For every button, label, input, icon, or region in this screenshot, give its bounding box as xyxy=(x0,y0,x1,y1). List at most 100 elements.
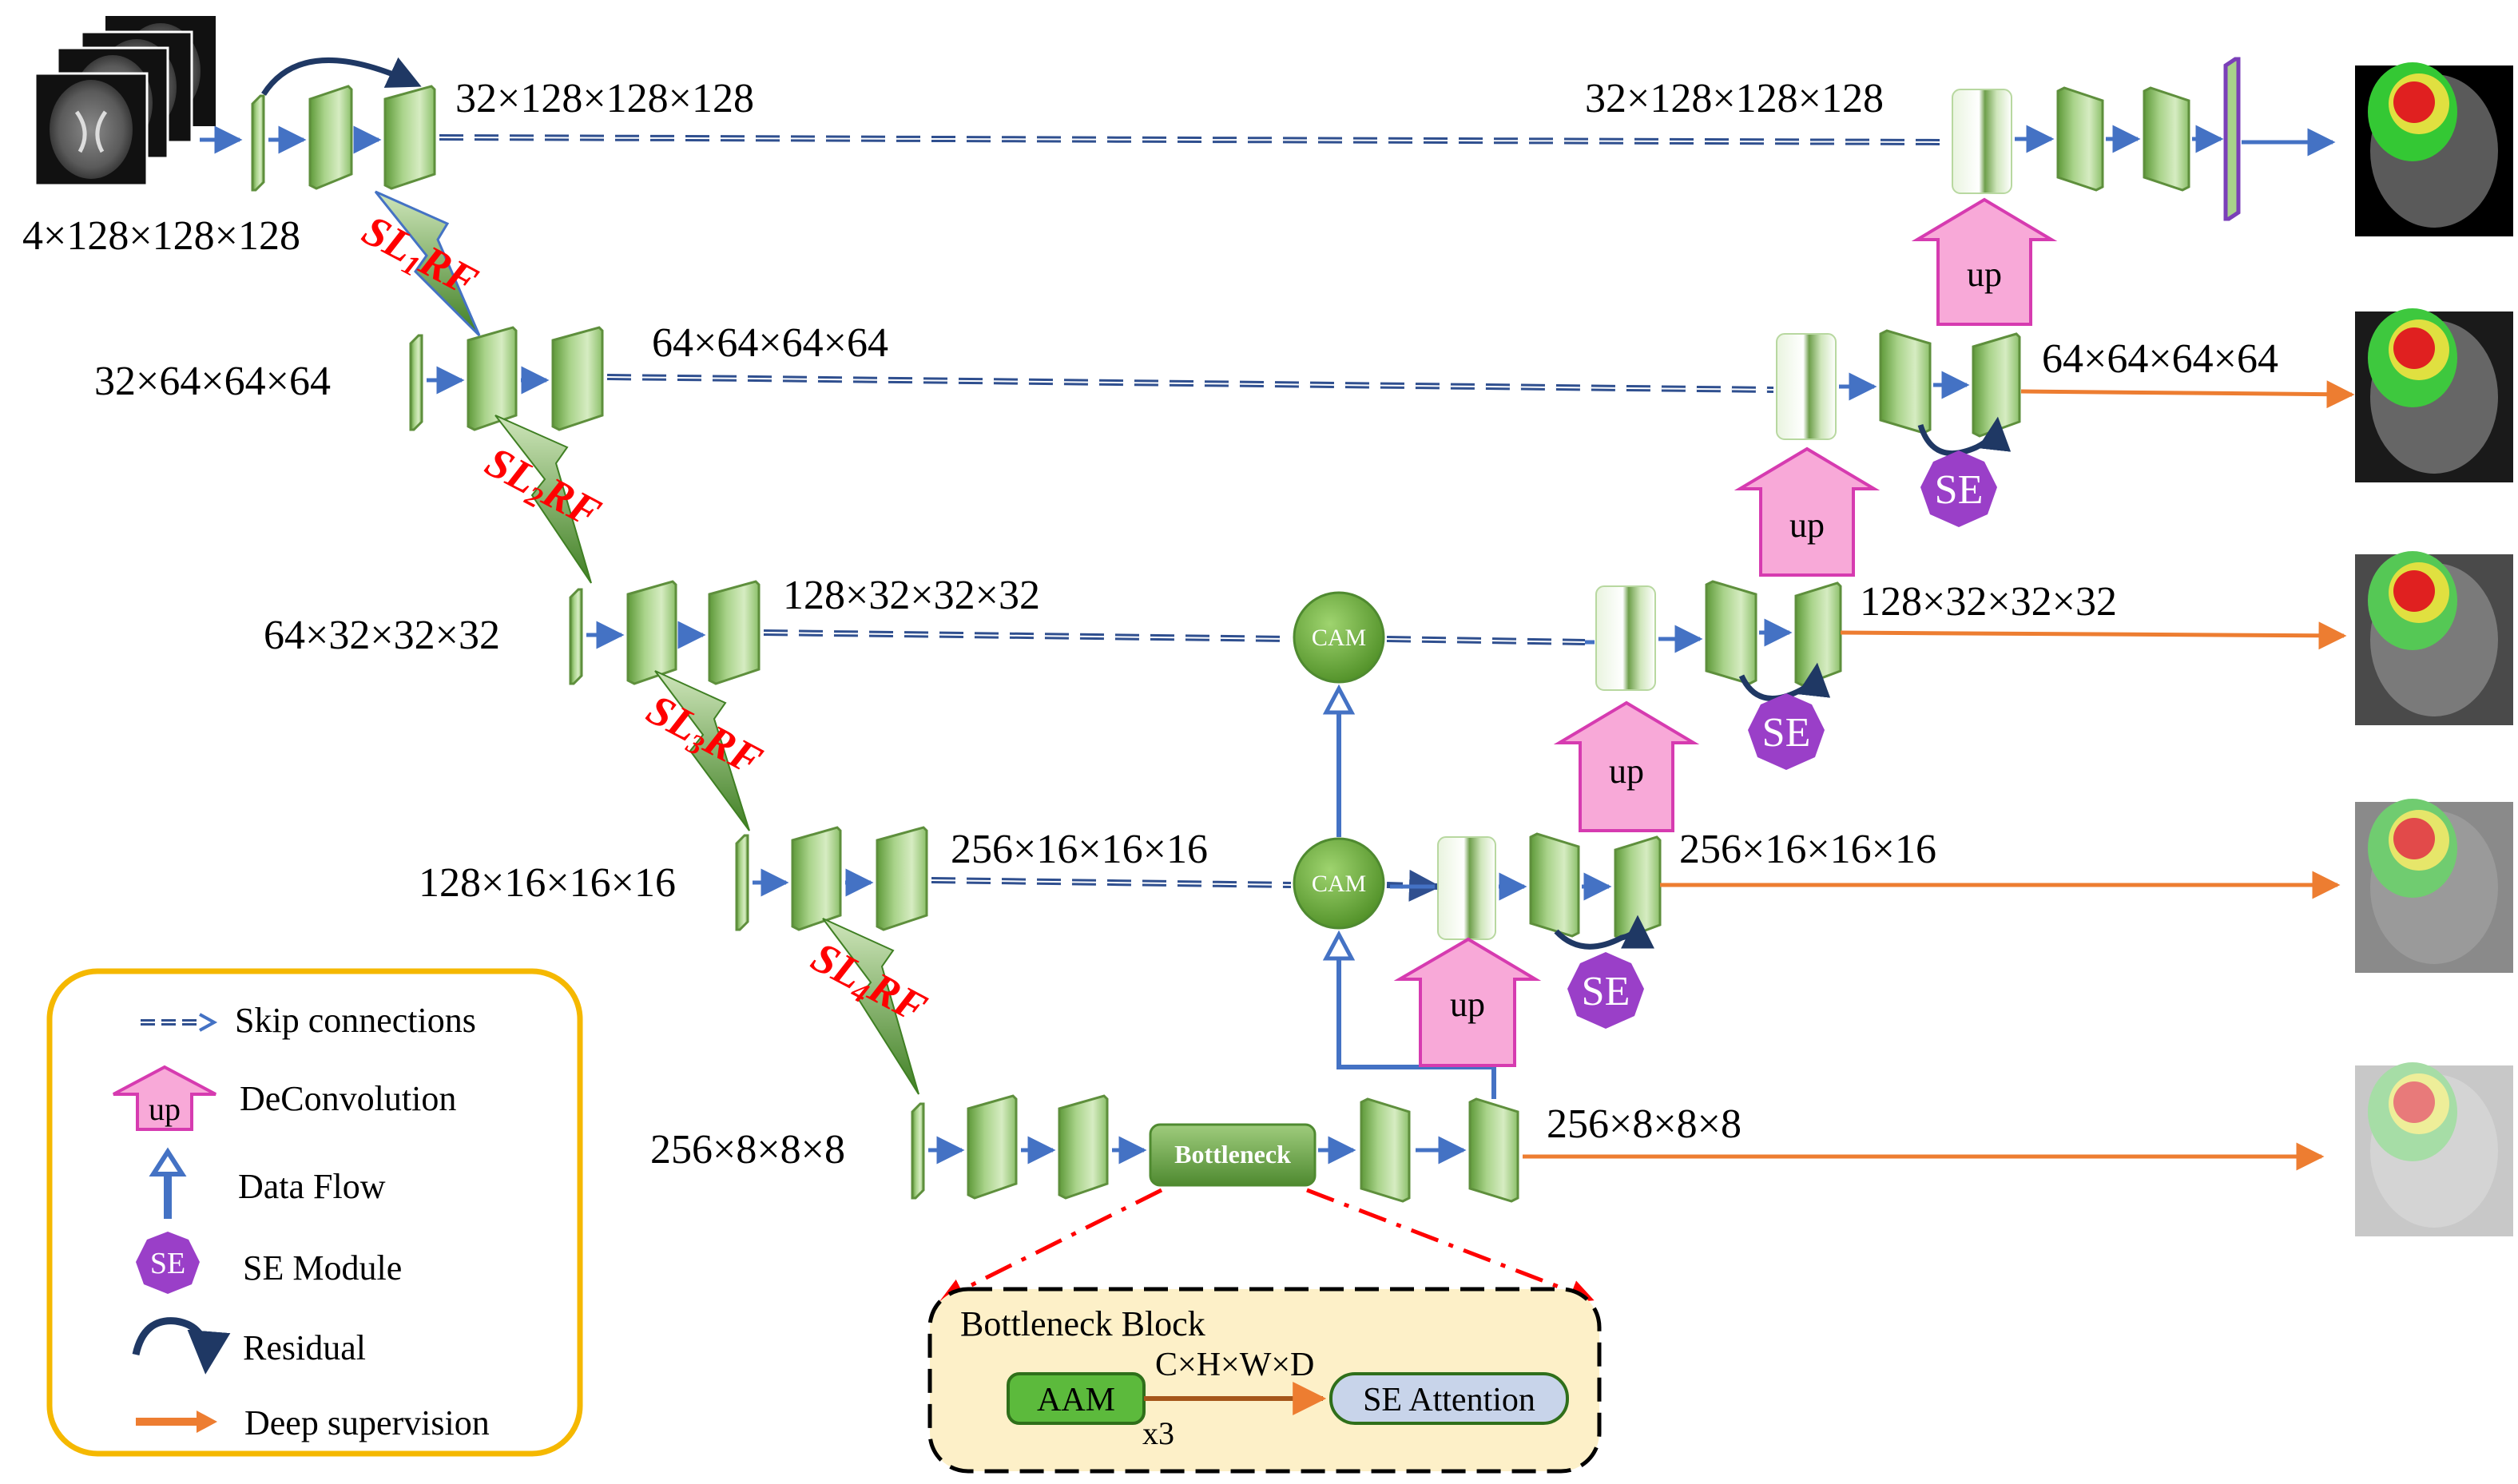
conv-block xyxy=(569,588,583,685)
residual-arrow xyxy=(1554,915,1654,950)
encoder-dim-label-2: 64×32×32×32 xyxy=(264,613,500,658)
se-label: SE xyxy=(1935,467,1984,513)
segmentation-output-2 xyxy=(2355,551,2513,725)
repeat-label: x3 xyxy=(1142,1415,1174,1451)
up-label: up xyxy=(1609,752,1644,791)
concat-block xyxy=(1776,333,1837,440)
upconv-arrow: up xyxy=(1911,197,2058,326)
bottleneck-block: Bottleneck xyxy=(1149,1123,1317,1187)
conv-block xyxy=(551,326,604,431)
conv-block xyxy=(467,326,518,431)
legend-label-se: SE Module xyxy=(243,1248,402,1288)
upconv-arrow: up xyxy=(1393,937,1542,1067)
skip-connection-icon xyxy=(141,1013,218,1032)
svg-text:up: up xyxy=(149,1091,181,1127)
up-label: up xyxy=(1789,506,1825,545)
se-attention-block xyxy=(1329,1372,1569,1425)
se-module-icon: SE xyxy=(136,1232,200,1294)
bottleneck-expand-right xyxy=(1306,1188,1595,1303)
residual-arrow xyxy=(1917,416,2012,456)
skip-connection-1 xyxy=(606,374,1774,393)
conv-block xyxy=(1058,1094,1109,1200)
conv-block xyxy=(1705,580,1757,685)
conv-block xyxy=(308,85,353,190)
se-attention-label: SE Attention xyxy=(1363,1382,1535,1419)
concat-block xyxy=(1595,585,1656,691)
se-module: SE xyxy=(1920,450,1997,527)
input-dim-label: 4×128×128×128 xyxy=(22,213,300,259)
bottleneck-detail-box: Bottleneck Block C×H×W×D AAM x3 SE Atten… xyxy=(927,1287,1602,1474)
conv-block xyxy=(383,85,436,190)
conv-block xyxy=(626,580,677,685)
segmentation-output-4 xyxy=(2355,1062,2513,1236)
conv-block xyxy=(911,1102,925,1200)
aam-label: AAM xyxy=(1037,1382,1115,1419)
conv-block xyxy=(2143,86,2190,192)
legend-label-residual: Residual xyxy=(243,1328,366,1367)
concat-block xyxy=(1952,89,2012,194)
up-label: up xyxy=(1450,985,1485,1024)
encoder-dim-label-4: 256×8×8×8 xyxy=(650,1127,845,1173)
skip-dim-label-0: 32×128×128×128 xyxy=(455,76,754,121)
concat-block xyxy=(1437,836,1496,940)
decoder-dim-label-3: 256×16×16×16 xyxy=(1679,827,1936,872)
cam-label: CAM xyxy=(1312,871,1366,897)
se-label: SE xyxy=(1582,969,1630,1014)
conv-block xyxy=(1529,832,1580,938)
skip-connection-2a xyxy=(763,629,1292,642)
skip-dim-label-2: 128×32×32×32 xyxy=(783,573,1040,618)
encoder-dim-label-1: 32×64×64×64 xyxy=(94,359,331,404)
residual-arrow xyxy=(1738,662,1831,701)
conv-block xyxy=(1794,581,1842,687)
bottleneck-dim-label: C×H×W×D xyxy=(1155,1347,1314,1383)
deep-supervision-arrow xyxy=(1840,621,2347,650)
data-flow-arrowhead xyxy=(1322,930,1356,961)
slrf-downsample-2 xyxy=(494,415,592,584)
segmentation-output-0 xyxy=(2355,62,2513,236)
conv-block xyxy=(1972,332,2021,438)
upconv-arrow: up xyxy=(1734,446,1881,577)
bottleneck-block-title: Bottleneck Block xyxy=(960,1304,1205,1343)
conv-block xyxy=(409,334,423,431)
conv-block xyxy=(1360,1097,1411,1203)
legend: Skip connections up DeConvolution Data F… xyxy=(46,968,583,1457)
conv-block xyxy=(791,826,842,931)
skip-dim-label-1: 64×64×64×64 xyxy=(652,320,888,366)
decoder-dim-label-2: 128×32×32×32 xyxy=(1860,579,2117,625)
conv-block xyxy=(1468,1097,1519,1203)
upconv-arrow: up xyxy=(1553,700,1700,832)
data-flow-icon xyxy=(149,1147,187,1219)
legend-label-deepsup: Deep supervision xyxy=(244,1403,490,1442)
decoder-dim-label-1: 64×64×64×64 xyxy=(2042,336,2278,382)
conv-block xyxy=(251,94,265,192)
skip-connection-0 xyxy=(439,134,1950,145)
decoder-top-dim-label: 32×128×128×128 xyxy=(1585,76,1884,121)
svg-text:SE: SE xyxy=(150,1247,185,1280)
cam-module-lower: CAM xyxy=(1293,837,1385,930)
segmentation-output-1 xyxy=(2355,308,2513,482)
data-flow-arrow xyxy=(1336,944,1496,1099)
bottleneck-label: Bottleneck xyxy=(1174,1140,1291,1169)
cam-label: CAM xyxy=(1312,625,1366,651)
skip-dim-label-3: 256×16×16×16 xyxy=(951,827,1208,872)
conv-block xyxy=(708,580,761,685)
conv-block xyxy=(735,834,749,931)
se-module: SE xyxy=(1748,693,1825,770)
deep-supervision-arrow xyxy=(2020,380,2355,409)
se-label: SE xyxy=(1762,710,1811,756)
conv-block xyxy=(967,1094,1018,1200)
decoder-dim-label-4: 256×8×8×8 xyxy=(1547,1101,1742,1147)
slrf-downsample-1 xyxy=(374,190,481,337)
data-flow-arrowhead xyxy=(1322,684,1356,715)
legend-label-skip: Skip connections xyxy=(235,1001,476,1040)
bottleneck-expand-left xyxy=(939,1188,1163,1301)
output-conv-block xyxy=(2223,57,2241,221)
legend-label-deconv: DeConvolution xyxy=(240,1079,456,1118)
conv-block xyxy=(1879,329,1932,434)
se-module: SE xyxy=(1567,952,1644,1029)
slrf-downsample-4 xyxy=(822,918,919,1095)
residual-arrow xyxy=(261,57,422,96)
cam-module-upper: CAM xyxy=(1293,591,1385,684)
conv-block xyxy=(876,826,928,931)
